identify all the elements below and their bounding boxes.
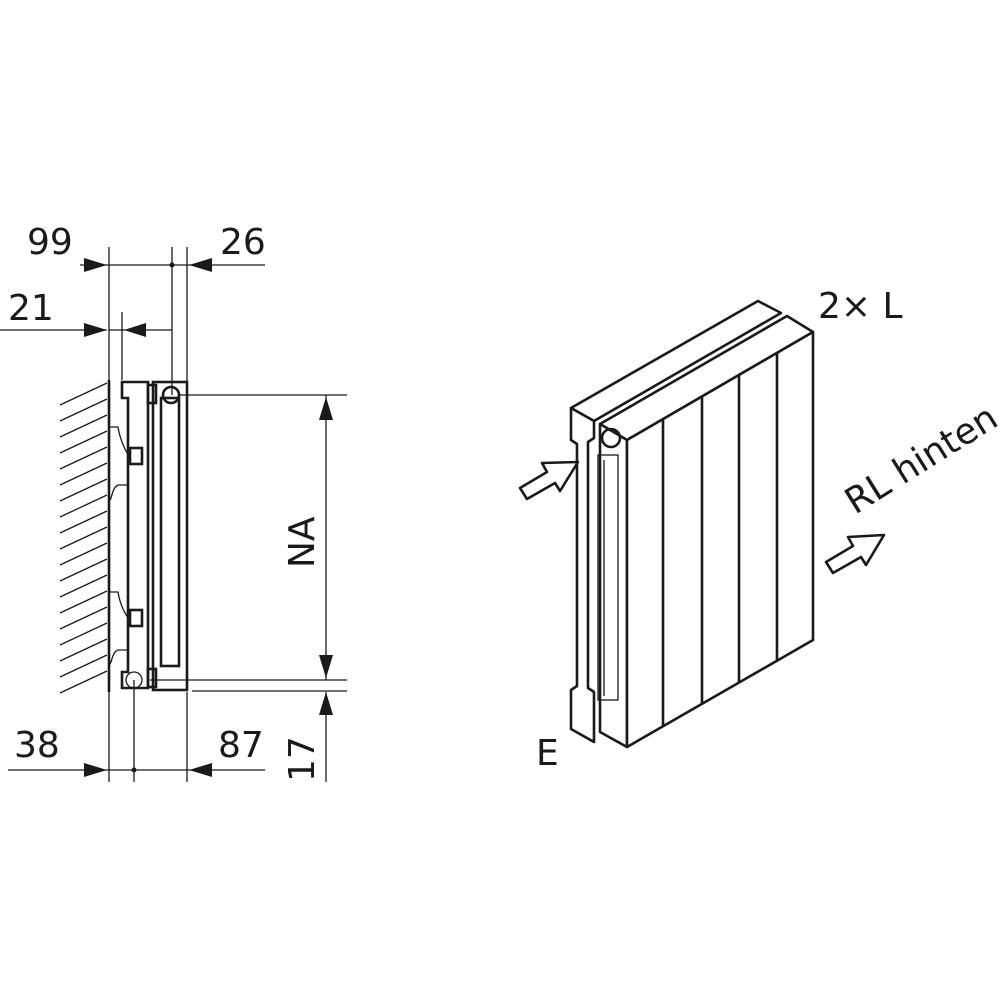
hatch-line [59,526,108,550]
dimension-87-label: 87 [218,725,264,766]
dimension-17-label: 17 [282,736,323,782]
count-label: 2× L [818,286,903,327]
hatch-line [59,638,108,662]
hatch-line [59,654,108,678]
hatch-line [59,542,108,566]
wall-hatching [59,382,108,694]
hatch-line [59,590,108,614]
hatch-line [59,606,108,630]
dimension-38-label: 38 [14,725,60,766]
hatch-line [59,558,108,582]
dimension-21 [0,323,172,337]
flow-connection-icon [161,385,181,405]
dimension-21-label: 21 [8,288,54,329]
dimension-99-26 [80,258,265,272]
hatch-line [59,670,108,694]
hatch-line [59,430,108,454]
radiator-isometric [569,299,815,749]
return-arrow-icon [824,533,886,575]
radiator-side-section [109,380,189,692]
inlet-arrow-icon [518,460,580,501]
hatch-line [59,510,108,534]
hatch-line [59,446,108,470]
dimension-38-87 [8,763,265,777]
dimension-na [319,395,333,782]
hatch-line [59,382,108,406]
return-rear-label: RL hinten [838,397,1000,523]
hatch-line [59,622,108,646]
connection-e-label: E [536,733,559,774]
hatch-line [59,462,108,486]
dimension-26-label: 26 [220,222,266,263]
hatch-line [59,494,108,518]
hatch-line [59,574,108,598]
hatch-line [59,398,108,422]
hatch-line [59,478,108,502]
return-connection-icon [125,671,143,689]
dimension-99-label: 99 [27,222,73,263]
extension-lines [108,247,347,782]
hatch-line [59,414,108,438]
dimension-na-label: NA [282,516,323,568]
